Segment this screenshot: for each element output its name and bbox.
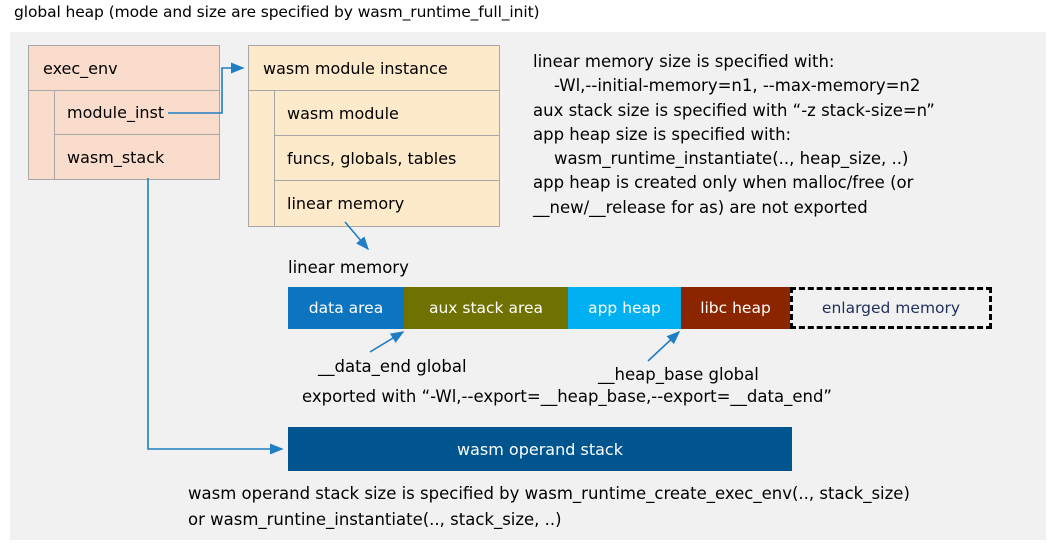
- memory-segment-aux-stack-area: aux stack area: [404, 287, 568, 329]
- exec-env-field-wasm-stack: wasm_stack: [67, 147, 165, 167]
- linear-memory-notes: linear memory size is specified with: -W…: [533, 52, 935, 217]
- module-instance-header: wasm module instance: [248, 45, 500, 91]
- module-instance-body: wasm module funcs, globals, tables linea…: [248, 91, 500, 227]
- annotation-data-end: __data_end global: [318, 357, 467, 376]
- module-instance-field-linear-memory: linear memory: [287, 194, 405, 213]
- annotation-heap-base: __heap_base global: [598, 365, 759, 384]
- module-instance-gutter: [249, 91, 275, 226]
- memory-segment-app-heap: app heap: [568, 287, 681, 329]
- memory-segment-data-area: data area: [288, 287, 404, 329]
- exec-env-header: exec_env: [28, 45, 220, 91]
- exec-env-box: exec_env module_inst wasm_stack: [28, 45, 220, 180]
- exec-env-body: module_inst wasm_stack: [28, 91, 220, 180]
- wasm-module-instance-box: wasm module instance wasm module funcs, …: [248, 45, 500, 227]
- page-title: global heap (mode and size are specified…: [14, 3, 540, 21]
- exec-env-field-module-inst: module_inst: [55, 91, 219, 135]
- linear-memory-bar-label: linear memory: [288, 258, 409, 277]
- module-instance-field-funcs-globals-tables: funcs, globals, tables: [275, 136, 499, 181]
- wasm-operand-stack-box: wasm operand stack: [288, 427, 792, 471]
- module-instance-field-wasm-module: wasm module: [275, 91, 499, 136]
- memory-segment-enlarged-memory: enlarged memory: [790, 287, 992, 329]
- exec-env-gutter: [29, 91, 55, 179]
- operand-stack-notes: wasm operand stack size is specified by …: [188, 484, 910, 529]
- memory-segment-libc-heap: libc heap: [681, 287, 790, 329]
- annotation-exported-with: exported with “-Wl,--export=__heap_base,…: [302, 387, 832, 406]
